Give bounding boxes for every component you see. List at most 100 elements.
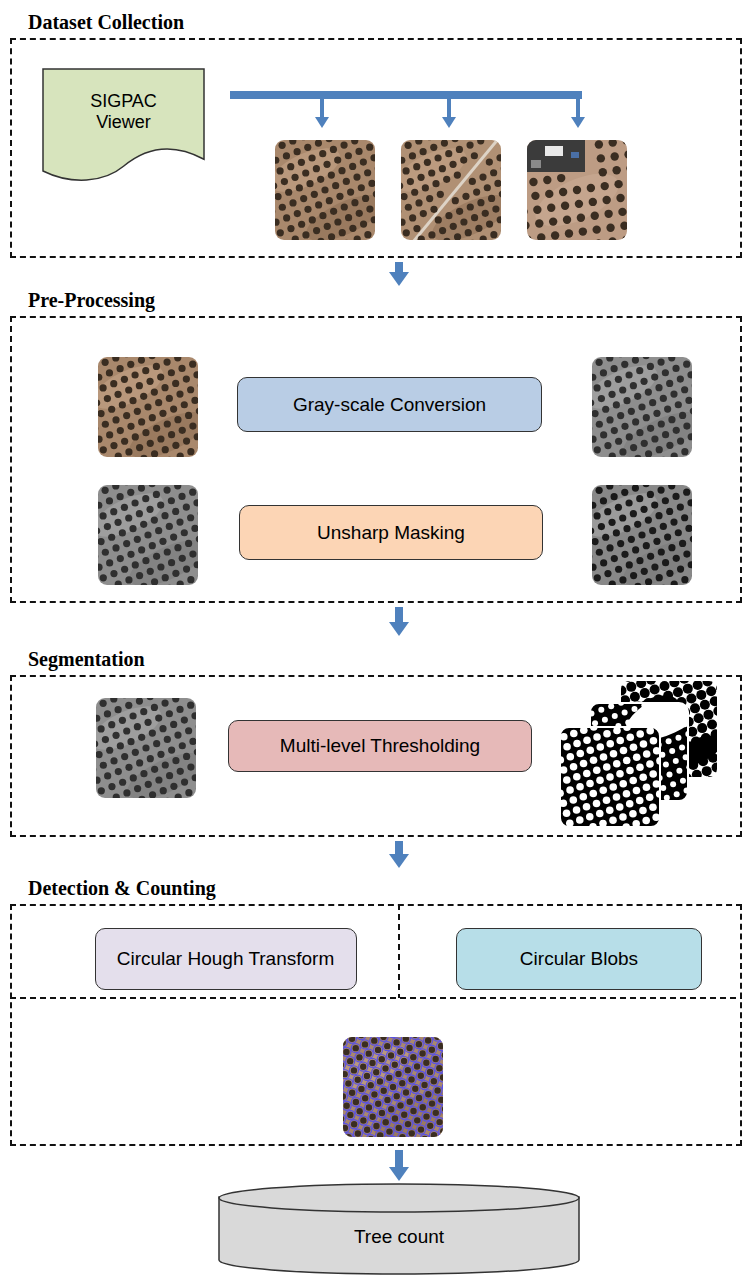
tree-dot: [353, 173, 360, 180]
tree-dot: [417, 174, 424, 181]
tree-dot: [159, 725, 166, 732]
detection-ring: [357, 1084, 366, 1093]
tree-dot: [192, 774, 196, 781]
tree-dot: [294, 210, 301, 217]
tree-dot: [153, 740, 160, 747]
tree-dot: [575, 200, 583, 208]
tree-dot: [166, 523, 173, 530]
tree-dot: [354, 235, 361, 240]
tree-dot: [416, 1095, 422, 1101]
tree-dot: [471, 152, 478, 159]
tree-dot: [563, 215, 571, 223]
tree-dot: [587, 184, 595, 192]
tree-dot: [317, 238, 324, 240]
aerial-thumbnail: [592, 485, 692, 585]
tree-dot: [181, 529, 188, 536]
detection-ring: [360, 1040, 369, 1049]
tree-dot: [614, 180, 622, 188]
tree-dot: [129, 397, 136, 404]
text-holder: Multi-level Thresholding: [270, 735, 490, 757]
tree-dot: [537, 233, 545, 240]
tree-dot: [676, 768, 682, 774]
thumb-patch: [592, 357, 663, 418]
tree-dot: [163, 358, 170, 365]
tree-dot: [345, 1134, 351, 1137]
tree-dot: [675, 529, 682, 536]
tree-dot: [673, 687, 683, 697]
tree-dot: [98, 374, 102, 381]
tree-dot: [632, 706, 638, 712]
tree-dot: [191, 397, 198, 404]
tree-dot: [561, 202, 569, 210]
tree-dot: [683, 489, 690, 496]
tree-dot: [633, 753, 641, 761]
tree-dot: [315, 201, 322, 208]
tree-dot: [306, 180, 313, 187]
tree-dot: [183, 504, 190, 511]
tree-dot: [144, 403, 151, 410]
tree-dot: [596, 810, 604, 818]
tree-dot: [501, 227, 502, 234]
tree-dot: [123, 412, 130, 419]
tree-dot: [469, 178, 476, 185]
tree-dots: [98, 357, 198, 457]
detection-ring: [430, 1131, 439, 1137]
tree-dot: [589, 198, 597, 206]
tree-dot: [592, 410, 599, 417]
detection-ring: [439, 1127, 443, 1136]
tree-dots: [527, 140, 627, 240]
detection-ring: [364, 1049, 373, 1058]
tree-dot: [418, 1073, 424, 1079]
tree-dot: [626, 561, 633, 568]
tree-dot: [170, 721, 177, 728]
tree-dot: [414, 1063, 420, 1069]
thumb-ground: [560, 727, 660, 827]
tree-dot: [138, 796, 145, 798]
tree-dot: [364, 231, 371, 238]
tree-dot: [347, 1058, 353, 1064]
tree-dot: [119, 529, 126, 536]
detection-ring: [428, 1099, 437, 1108]
tree-dot: [626, 433, 633, 440]
detection-ring: [439, 1073, 443, 1082]
tree-dot: [653, 747, 660, 755]
tree-dot: [499, 190, 501, 197]
tree-dot: [140, 583, 147, 585]
tree-dot: [334, 156, 341, 163]
detection-ring: [387, 1105, 396, 1114]
tree-dot: [690, 535, 692, 542]
tree-dot: [619, 386, 626, 393]
tree-dot: [162, 446, 169, 453]
tree-dot: [185, 412, 192, 419]
tree-dot: [688, 433, 692, 440]
tree-dot: [630, 510, 637, 517]
tree-dot: [609, 783, 617, 791]
tree-dot: [343, 1103, 349, 1109]
tree-dot: [401, 1058, 407, 1064]
tree-dot: [681, 576, 688, 583]
tree-dot: [666, 570, 673, 577]
detection-ring: [424, 1037, 433, 1045]
tree-dot: [677, 376, 684, 383]
tree-dot: [144, 531, 151, 538]
tree-dot: [189, 361, 196, 368]
tree-dot: [646, 760, 654, 768]
tree-dot: [660, 585, 667, 586]
tree-dot: [178, 493, 185, 500]
tree-dot: [573, 806, 581, 814]
tree-dot: [598, 457, 605, 458]
tree-dot: [563, 743, 571, 751]
tree-dot: [443, 176, 450, 183]
tree-dot: [123, 540, 130, 547]
detection-ring: [431, 1108, 440, 1117]
tree-dot: [356, 1054, 362, 1060]
tree-dot: [677, 504, 684, 511]
tree-dot: [136, 382, 143, 389]
building: [531, 160, 541, 168]
tree-dot: [599, 786, 607, 794]
tree-dot: [420, 148, 427, 155]
detection-ring: [418, 1103, 427, 1112]
tree-dot: [422, 1136, 428, 1137]
tree-dot: [602, 196, 610, 204]
tree-dot: [102, 487, 109, 494]
